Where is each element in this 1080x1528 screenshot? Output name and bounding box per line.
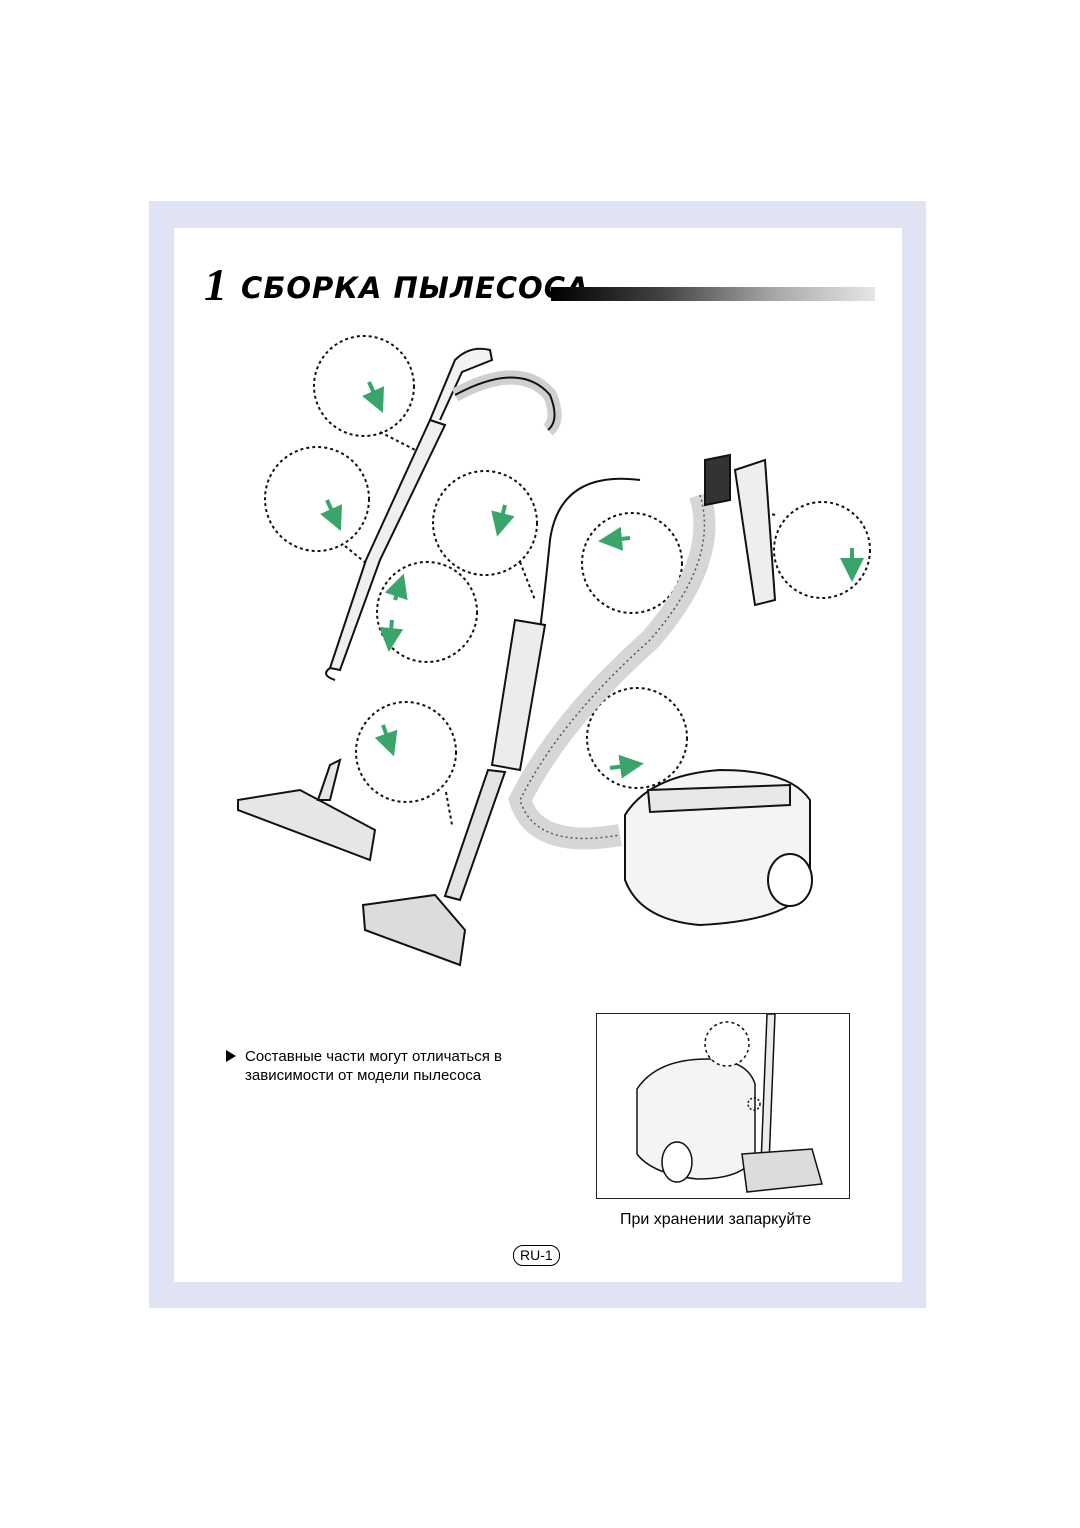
parking-illustration-box: [596, 1013, 850, 1199]
detail-circle-nozzle: [355, 701, 457, 803]
detail-circle-inlet: [586, 687, 688, 789]
detail-circle-pipe: [264, 446, 370, 552]
title-gradient-bar: [551, 287, 875, 301]
detail-circle-brush: [773, 501, 871, 599]
section-number: 1: [204, 259, 227, 310]
note-line-2: зависимости от модели пылесоса: [245, 1067, 482, 1084]
page-number: RU-1: [513, 1245, 560, 1266]
bullet-triangle-icon: [226, 1050, 236, 1062]
note-line-1: Составные части могут отличаться в: [245, 1048, 502, 1065]
detail-circle-clip: [581, 512, 683, 614]
detail-circle-handle: [313, 335, 415, 437]
detail-circle-telescopic: [376, 561, 478, 663]
storage-caption: При хранении запаркуйте: [620, 1211, 812, 1228]
section-title: СБОРКА ПЫЛЕСОСА: [241, 271, 590, 305]
detail-circle-hose-joint: [432, 470, 538, 576]
parking-illustration: [636, 1013, 823, 1193]
